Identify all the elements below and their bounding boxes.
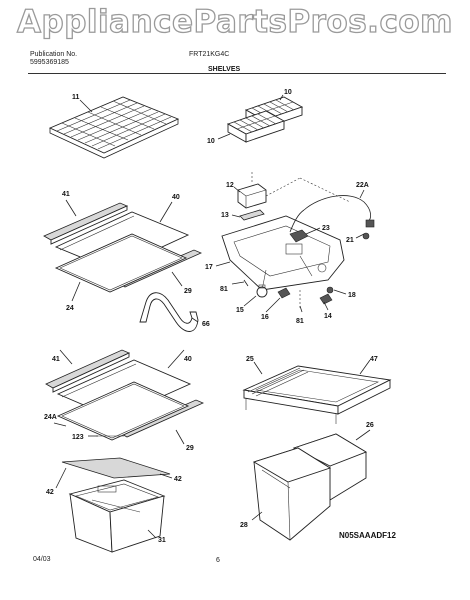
callout-28: 28 [240, 522, 248, 529]
callout-16: 16 [261, 314, 269, 321]
callout-23: 23 [322, 225, 330, 232]
upper-glass-shelf-assembly [43, 202, 202, 293]
callout-42-left: 42 [46, 489, 54, 496]
callout-40-top: 40 [172, 194, 180, 201]
callout-24: 24 [66, 305, 74, 312]
callout-25: 25 [246, 356, 254, 363]
callout-11: 11 [72, 94, 80, 101]
callout-17: 17 [205, 264, 213, 271]
callout-81-left: 81 [220, 286, 228, 293]
meat-pan-drawer [68, 479, 166, 553]
callout-123: 123 [72, 434, 84, 441]
callout-29-bottom: 29 [186, 445, 194, 452]
crisper-cover [242, 365, 392, 424]
drawing-code: N05SAAADF12 [339, 531, 396, 540]
header-rule [28, 73, 446, 74]
callout-15: 15 [236, 307, 244, 314]
page-number: 6 [216, 557, 220, 564]
callout-10-top: 10 [284, 89, 292, 96]
section-title: SHELVES [208, 66, 241, 73]
wire-shelf [48, 96, 180, 159]
callout-26: 26 [366, 422, 374, 429]
callout-41-bottom: 41 [52, 356, 60, 363]
watermark-logo: AppliancePartsPros.com [16, 3, 453, 40]
callout-42-right: 42 [174, 476, 182, 483]
callout-47: 47 [370, 356, 378, 363]
callout-81-bottom: 81 [296, 318, 304, 325]
callout-40-bottom: 40 [184, 356, 192, 363]
model-number: FRT21KG4C [189, 51, 230, 58]
shelf-bracket [139, 292, 199, 332]
publication-label: Publication No. [30, 51, 78, 58]
callout-14: 14 [324, 313, 332, 320]
callout-31: 31 [158, 537, 166, 544]
ice-maker-assembly [221, 170, 375, 313]
lower-glass-shelf-assembly [45, 349, 204, 479]
footer-date: 04/03 [33, 556, 51, 563]
callout-12: 12 [226, 182, 234, 189]
callout-13: 13 [221, 212, 229, 219]
callout-18: 18 [348, 292, 356, 299]
crisper-drawers [252, 433, 368, 541]
callout-21: 21 [346, 237, 354, 244]
publication-number: 5995369185 [30, 59, 69, 66]
callout-41-top: 41 [62, 191, 70, 198]
callout-66: 66 [202, 321, 210, 328]
callout-22a: 22A [356, 182, 369, 189]
ice-cube-trays [226, 96, 304, 143]
callout-10-left: 10 [207, 138, 215, 145]
callout-29-top: 29 [184, 288, 192, 295]
callout-24a: 24A [44, 414, 57, 421]
